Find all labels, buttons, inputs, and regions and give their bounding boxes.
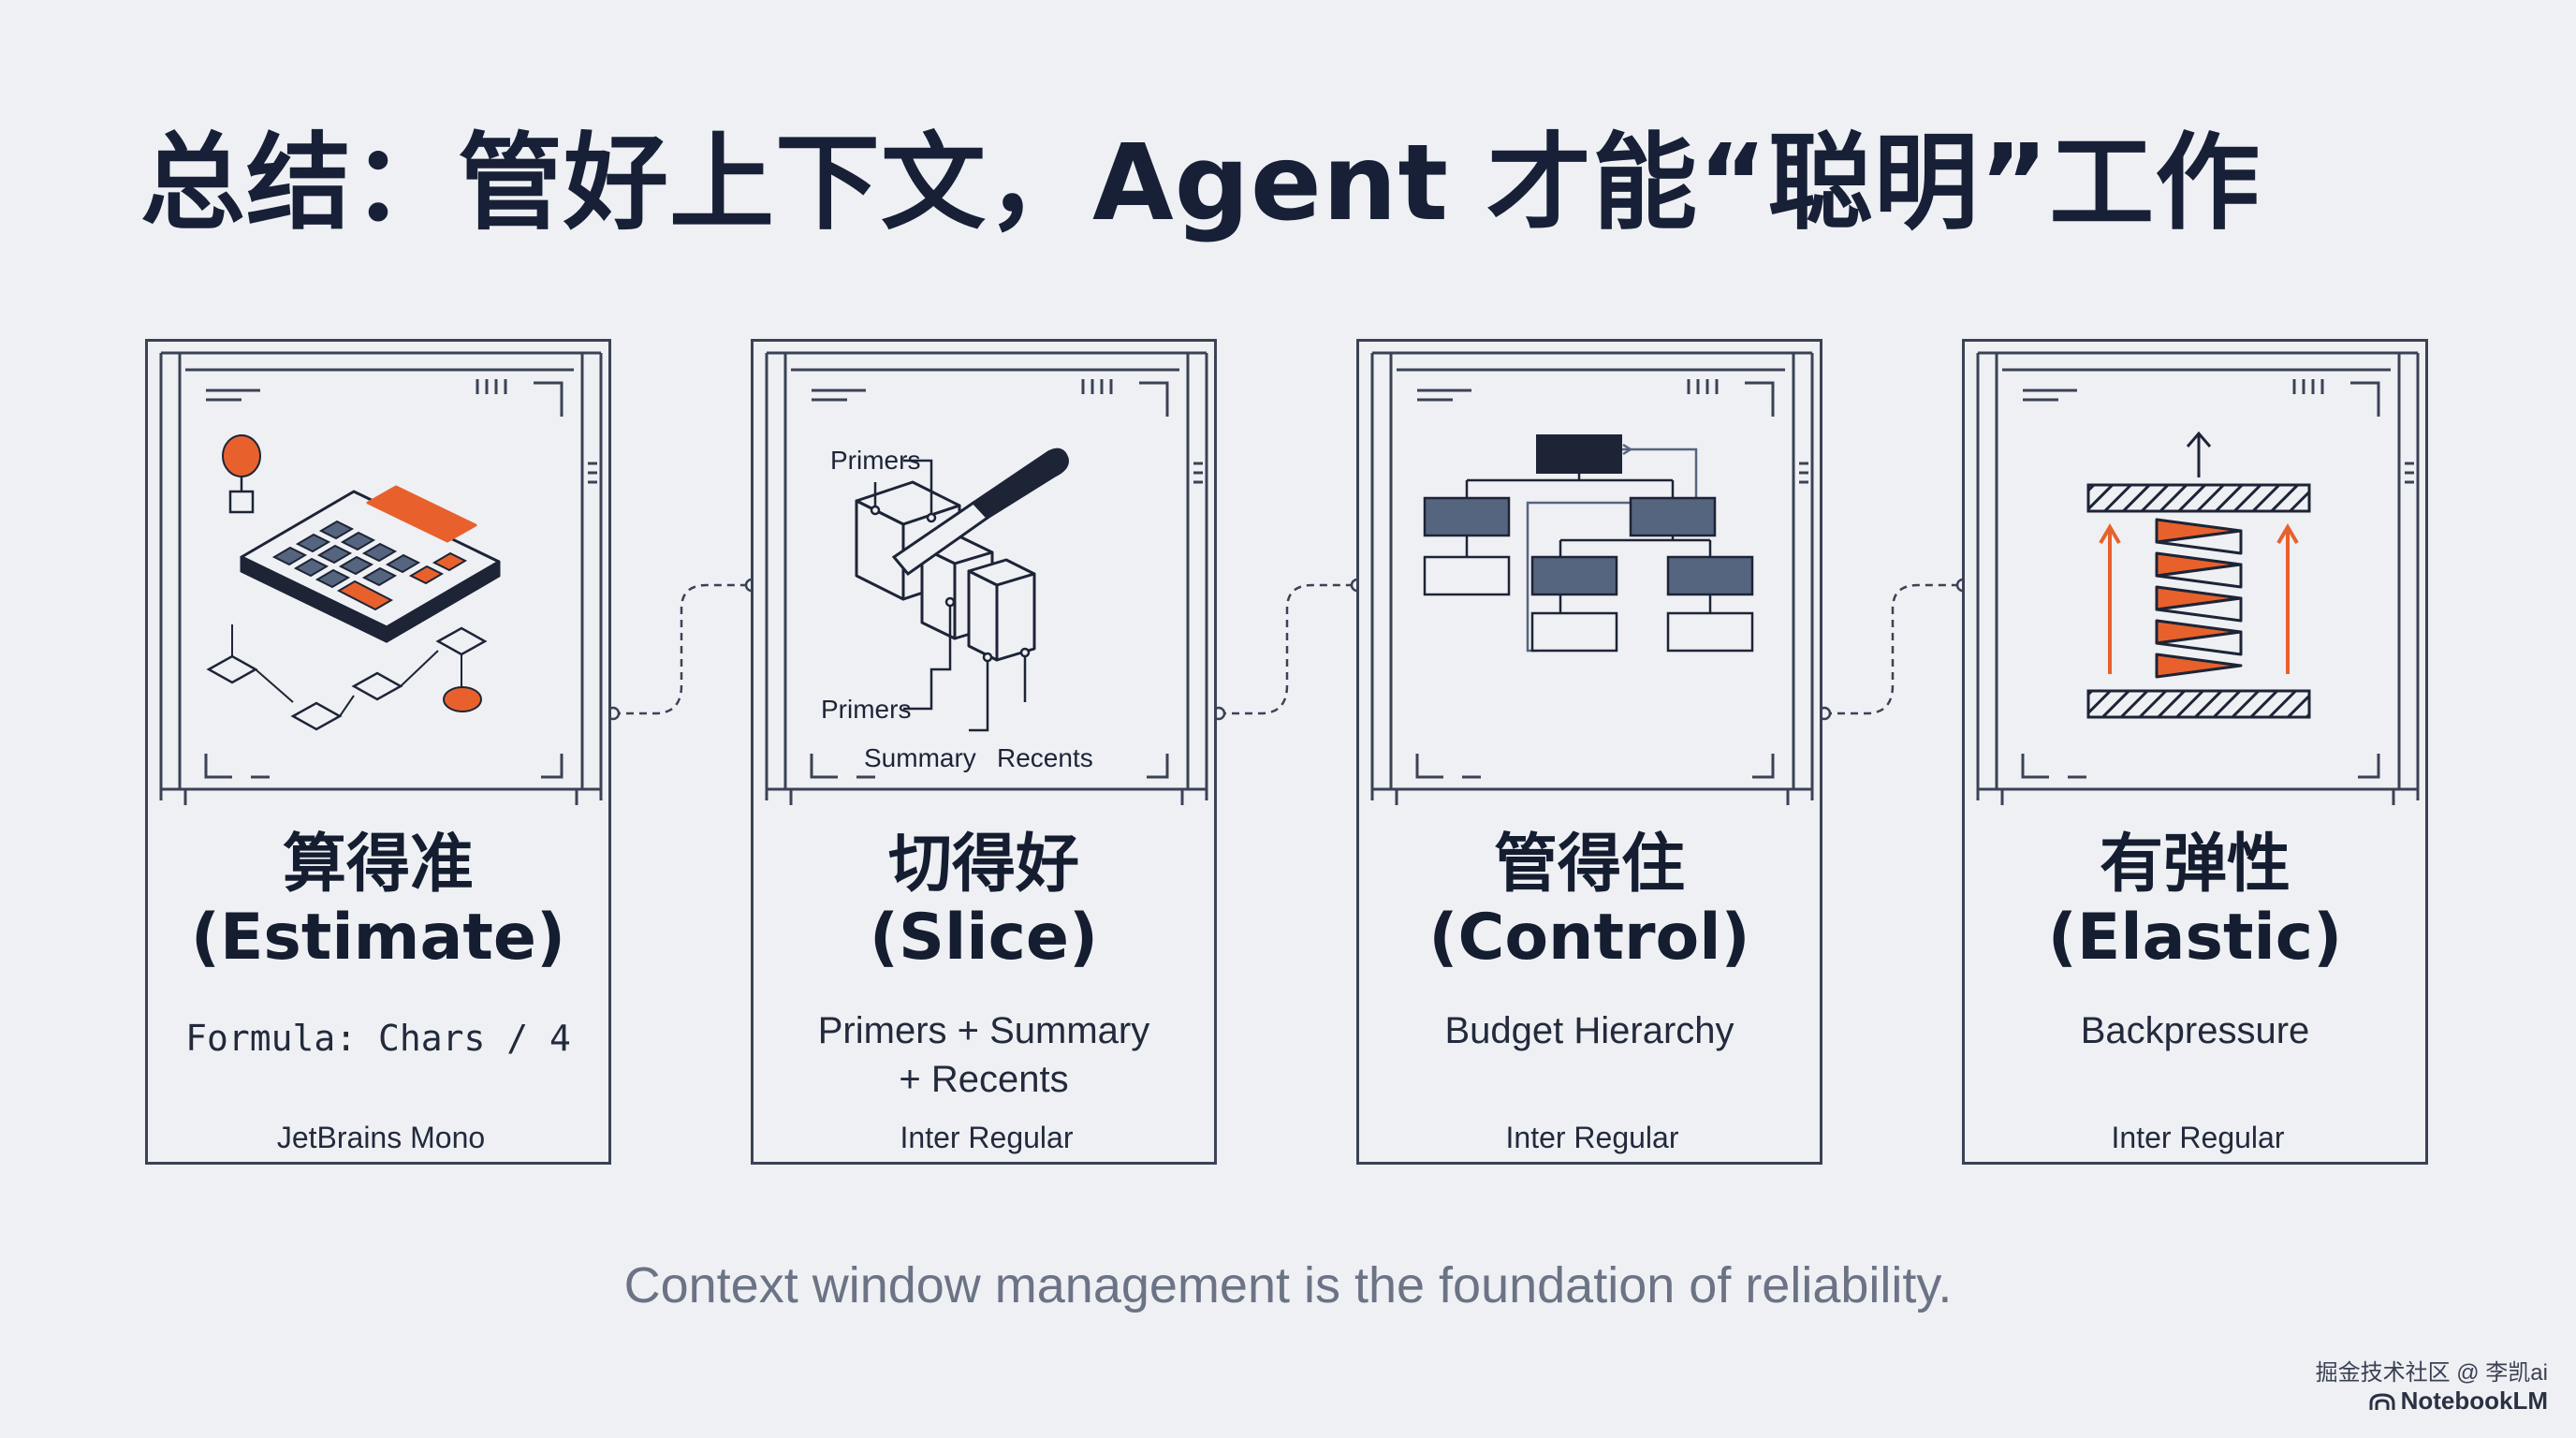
label-summary: Summary [864, 743, 976, 772]
card-font-label: JetBrains Mono [276, 1121, 486, 1154]
card-title-en: (Estimate) [190, 901, 566, 975]
watermark: 掘金技术社区 @ 李凯ai NotebookLM [2316, 1354, 2548, 1416]
card-description: Backpressure [2080, 1010, 2310, 1051]
label-primers-bottom: Primers [821, 695, 911, 724]
card-font-label: Inter Regular [2111, 1121, 2285, 1154]
card-estimate: 算得准 (Estimate) Formula: Chars / 4 JetBra… [145, 339, 611, 1165]
notebooklm-logo-icon [2369, 1392, 2395, 1410]
watermark-brand: NotebookLM [2316, 1387, 2548, 1416]
card-title: 有弹性 (Elastic) [1965, 829, 2425, 975]
card-font-label: Inter Regular [1505, 1121, 1679, 1154]
card-title: 管得住 (Control) [1359, 829, 1820, 975]
card-description-line: + Recents [899, 1059, 1069, 1100]
card-font-label: Inter Regular [900, 1121, 1074, 1154]
card-description: Budget Hierarchy [1444, 1010, 1734, 1051]
card-title-zh: 管得住 [1493, 828, 1685, 902]
card-elastic: 有弹性 (Elastic) Backpressure Inter Regular [1962, 339, 2428, 1165]
card-control: 管得住 (Control) Budget Hierarchy Inter Reg… [1356, 339, 1822, 1165]
knife-blocks-icon: Primers Primers Summary Recents [821, 446, 1093, 772]
frame-decoration [765, 351, 1208, 805]
label-primers-top: Primers [830, 446, 920, 475]
card-title-zh: 有弹性 [2099, 828, 2291, 902]
frame-decoration [1976, 351, 2420, 805]
card-title-zh: 算得准 [282, 828, 474, 902]
card-title: 算得准 (Estimate) [148, 829, 608, 975]
card-title: 切得好 (Slice) [754, 829, 1214, 975]
watermark-author: 掘金技术社区 @ 李凯ai [2315, 1360, 2548, 1386]
calculator-icon [206, 434, 501, 731]
label-recents: Recents [997, 743, 1093, 772]
card-title-en: (Control) [1428, 901, 1750, 975]
page-title: 总结：管好上下文，Agent 才能“聪明”工作 [140, 123, 2261, 244]
card-title-zh: 切得好 [887, 828, 1079, 902]
spring-backpressure-icon [2086, 431, 2311, 719]
watermark-brand-label: NotebookLM [2400, 1387, 2548, 1415]
hierarchy-tree-icon [1423, 434, 1754, 653]
frame-decoration [1370, 351, 1814, 805]
card-description: Formula: Chars / 4 [185, 1018, 571, 1059]
card-description-line: Primers + Summary [817, 1010, 1150, 1051]
frame-decoration [159, 351, 603, 805]
card-slice: Primers Primers Summary Recents 切得好 (Sli… [751, 339, 1217, 1165]
card-title-en: (Slice) [869, 901, 1099, 975]
card-description: Primers + Summary + Recents [754, 1006, 1214, 1104]
tagline: Context window management is the foundat… [623, 1257, 1953, 1313]
card-title-en: (Elastic) [2047, 901, 2343, 975]
